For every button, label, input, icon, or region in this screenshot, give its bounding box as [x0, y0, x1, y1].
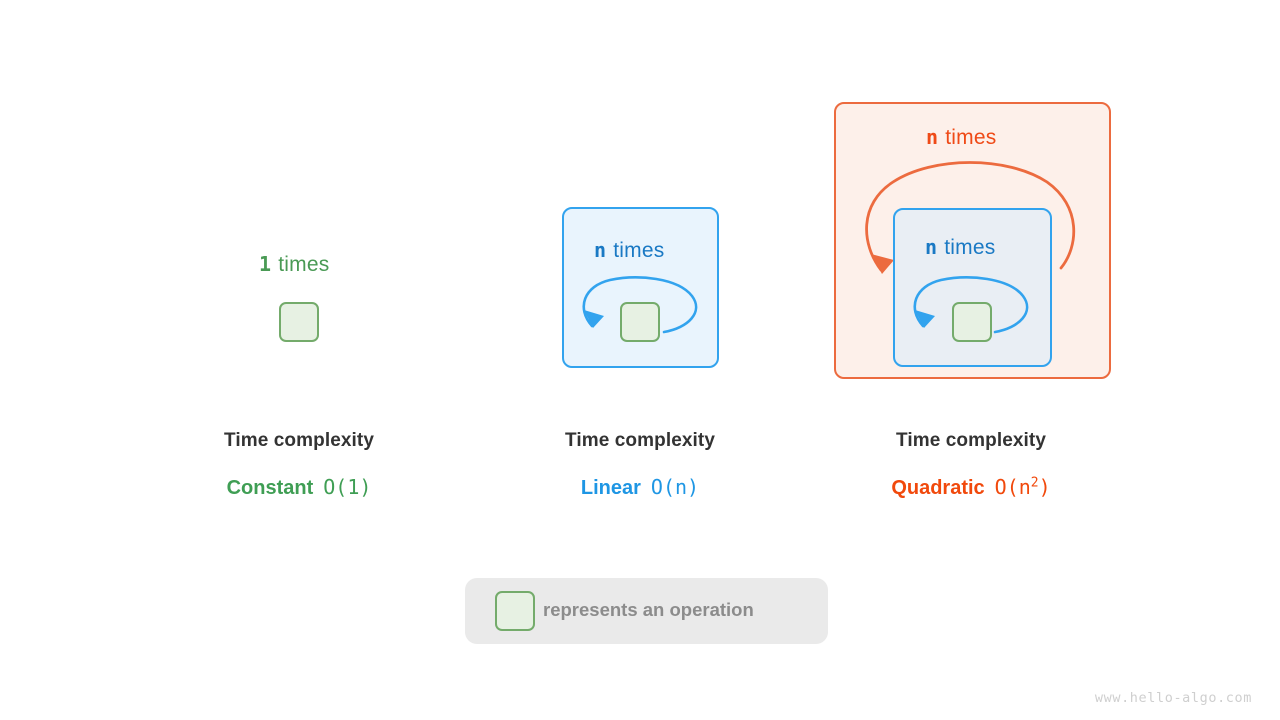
linear-complexity-bigo: O(n) [650, 475, 700, 499]
constant-complexity-bigo: O(1) [323, 475, 372, 499]
quadratic-inner-loop-frame [893, 208, 1052, 367]
legend-operation-square-icon [495, 591, 535, 631]
constant-label-title: Time complexity [223, 430, 375, 451]
quadratic-label-block: Time complexity Quadratic O(n2) [791, 430, 1151, 500]
linear-loop-word: times [613, 239, 665, 262]
quadratic-outer-loop-word: times [945, 126, 997, 149]
quadratic-bigo-base: O(n [994, 475, 1031, 499]
quadratic-bigo-tail: ) [1038, 475, 1051, 499]
quadratic-complexity-name: Quadratic [891, 477, 985, 499]
linear-loop-frame [562, 207, 719, 368]
linear-label-title: Time complexity [564, 430, 716, 451]
linear-label-value: Linear O(n) [460, 475, 820, 500]
constant-loop-count: 1 [259, 252, 272, 276]
panel-constant: 1 times [149, 100, 449, 380]
legend-label: represents an operation [543, 599, 754, 620]
quadratic-label-title: Time complexity [895, 430, 1047, 451]
constant-complexity-name: Constant [226, 477, 314, 499]
linear-complexity-name: Linear [580, 477, 641, 499]
operation-square [620, 302, 660, 342]
operation-square [952, 302, 992, 342]
linear-label-block: Time complexity Linear O(n) [460, 430, 820, 500]
legend-panel: represents an operation [465, 578, 828, 644]
linear-loop-count: n [594, 238, 607, 262]
constant-label-value: Constant O(1) [119, 475, 479, 500]
quadratic-outer-loop-count: n [926, 125, 939, 149]
quadratic-inner-loop-count: n [925, 235, 938, 259]
constant-loop-caption: 1 times [259, 254, 329, 275]
watermark: www.hello-algo.com [1094, 690, 1252, 706]
quadratic-label-value: Quadratic O(n2) [791, 475, 1151, 500]
constant-label-block: Time complexity Constant O(1) [119, 430, 479, 500]
quadratic-inner-loop-word: times [944, 236, 996, 259]
quadratic-bigo-exponent: 2 [1030, 475, 1039, 491]
quadratic-complexity-bigo: O(n2) [995, 475, 1051, 499]
constant-loop-word: times [278, 253, 330, 276]
operation-square [279, 302, 319, 342]
